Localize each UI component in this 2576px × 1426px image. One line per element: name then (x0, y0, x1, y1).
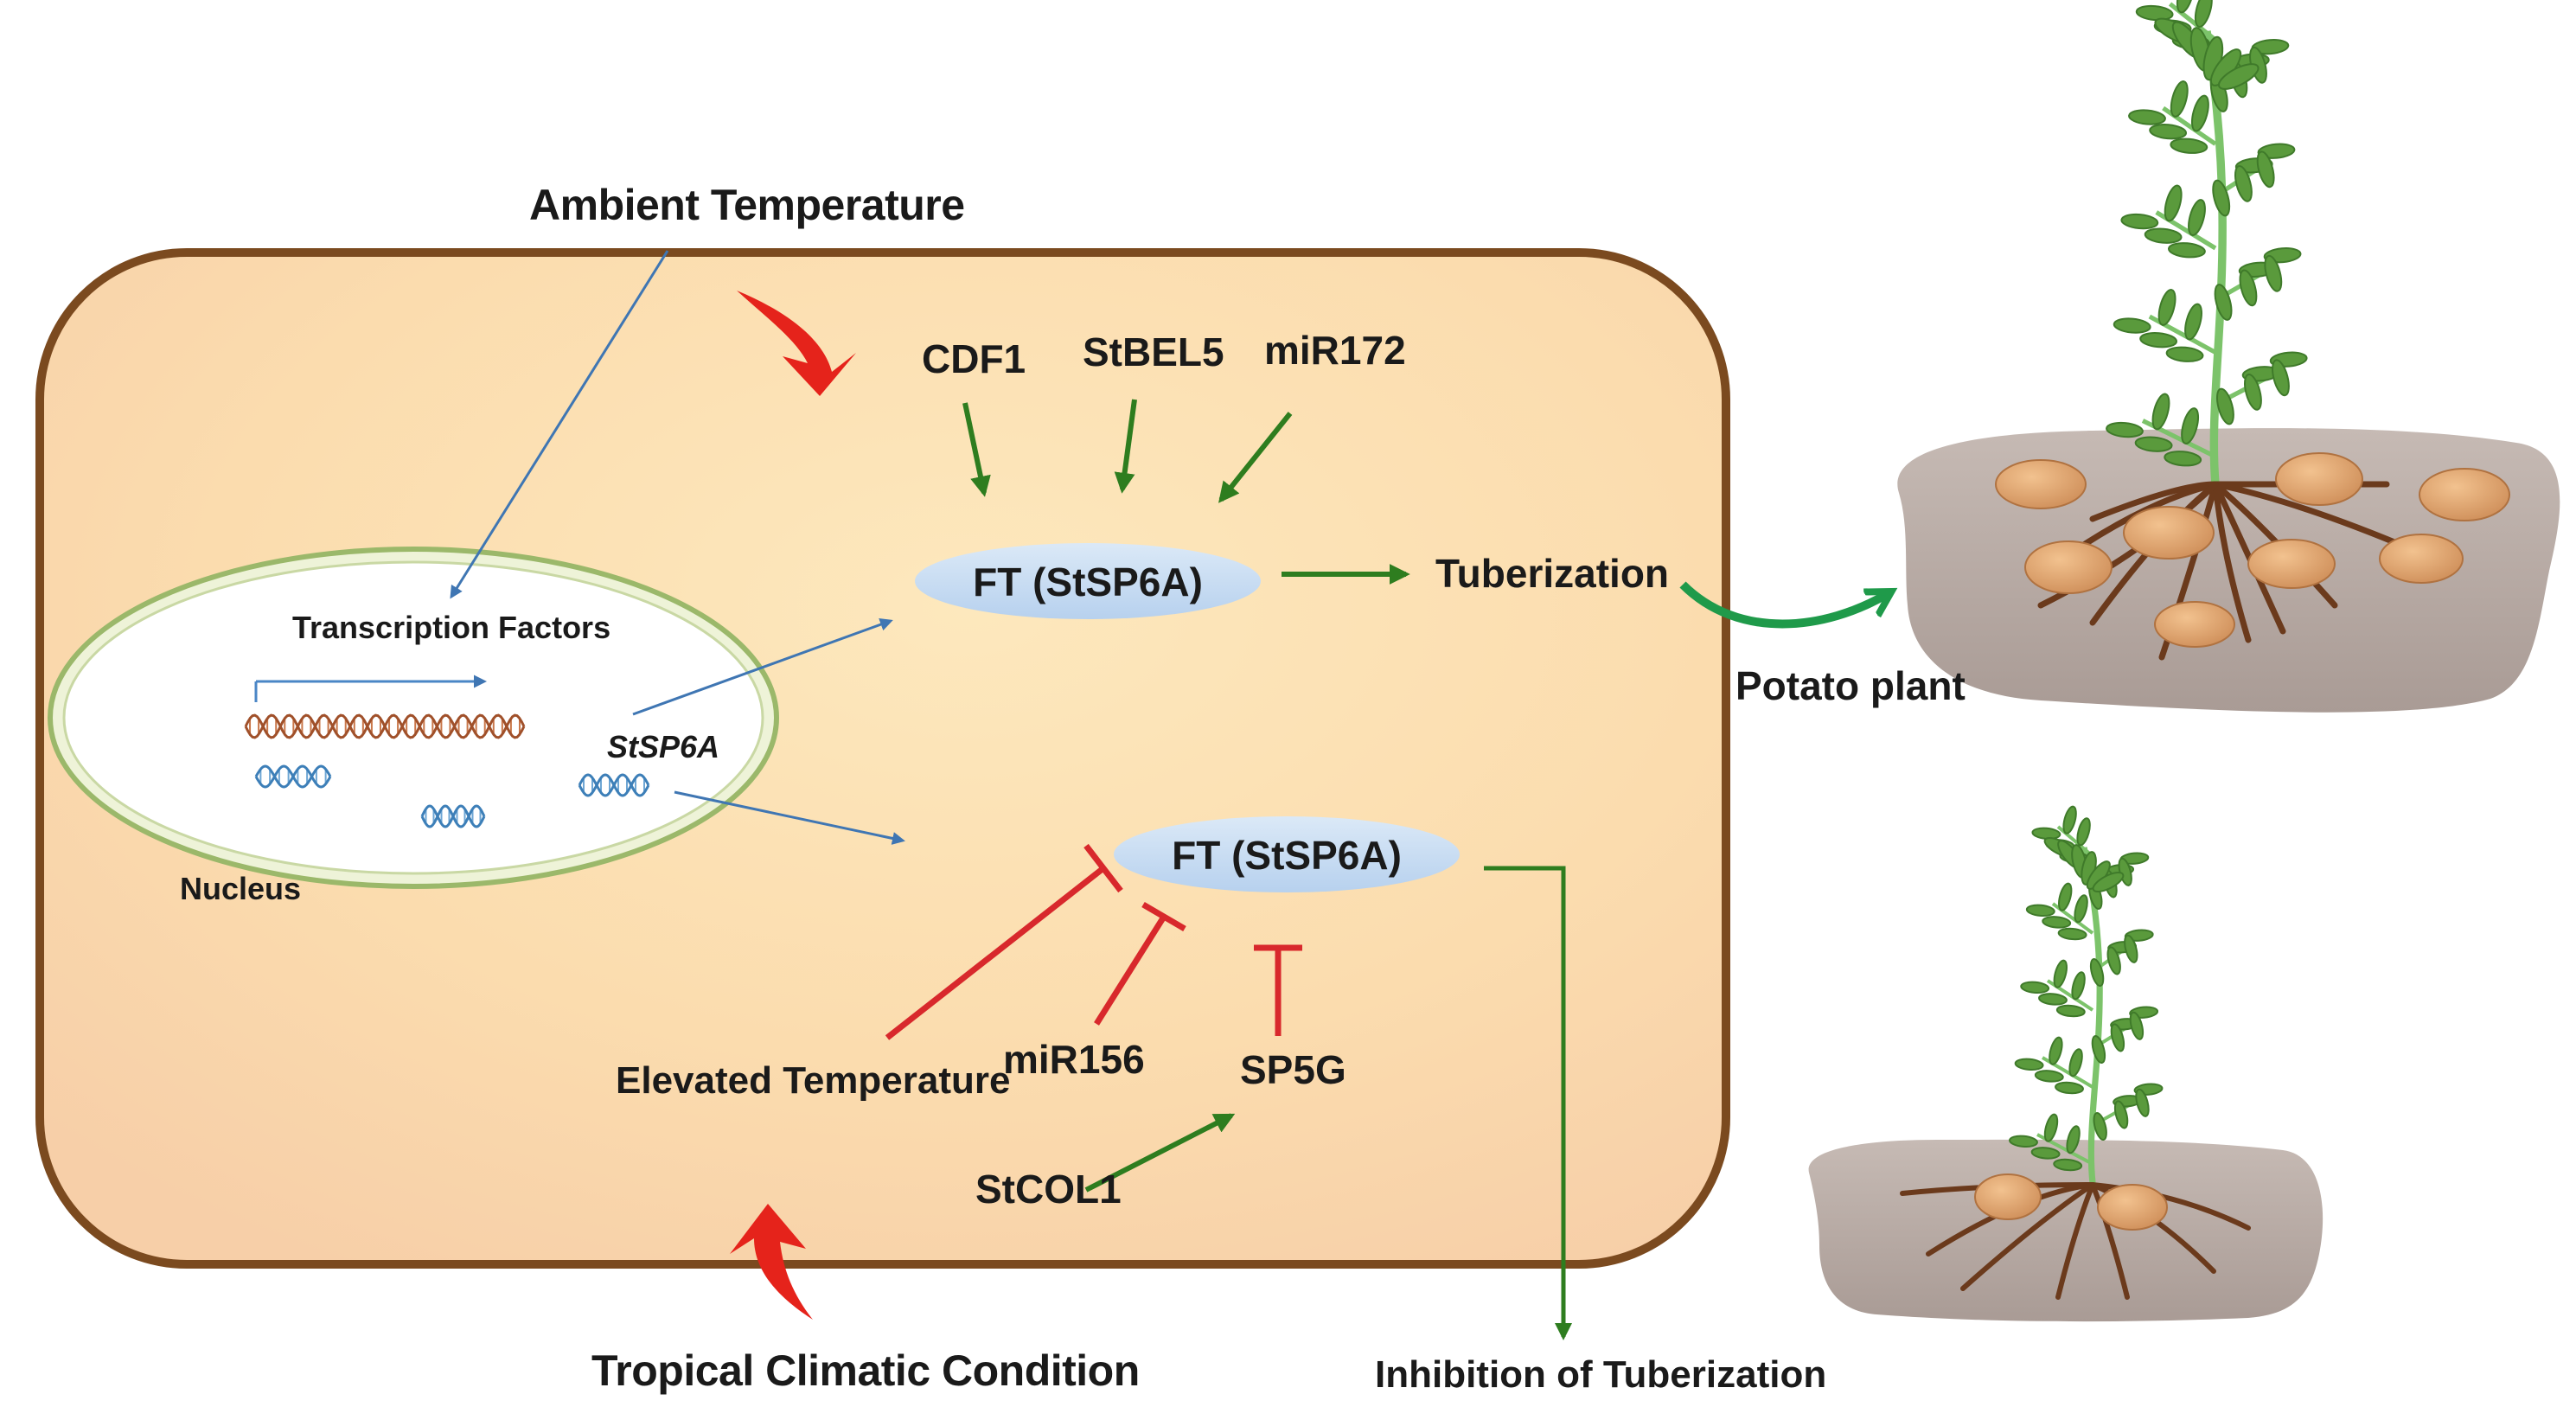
tuberization-label: Tuberization (1435, 551, 1670, 596)
dna-short-icon (578, 773, 650, 797)
mir172-arrow (1218, 412, 1293, 503)
stbel5-arrow (1114, 399, 1137, 494)
ambient-to-nucleus-arrow (450, 250, 669, 599)
dna-short-icon (254, 764, 332, 789)
dna-long-icon (244, 713, 526, 739)
stcol1-arrow (1084, 1113, 1236, 1193)
ft-stsp6a-repressed-node: FT (StSP6A) (1172, 833, 1402, 878)
potato-plant-icon (1897, 0, 2560, 713)
elevated-temp-inhibition-bar (885, 843, 1123, 1040)
mir172-label: miR172 (1264, 328, 1406, 373)
cell-body (35, 248, 1730, 1269)
gene-to-ft-top-arrow (632, 618, 893, 716)
sp5g-label: SP5G (1240, 1047, 1346, 1092)
nucleus-label: Nucleus (180, 871, 302, 906)
inhibition-of-tuberization-label: Inhibition of Tuberization (1375, 1353, 1827, 1396)
gene-to-ft-bottom-arrow (674, 790, 905, 845)
tuberization-to-plant-arrow (1679, 581, 1889, 629)
stbel5-label: StBEL5 (1083, 329, 1224, 374)
ft-bottom-ellipse (1114, 816, 1460, 892)
cdf1-label: CDF1 (922, 336, 1026, 381)
potato-plant-label: Potato plant (1735, 663, 1966, 708)
inhibition-path-arrow (1484, 866, 1572, 1340)
ambient-temperature-label: Ambient Temperature (529, 181, 965, 229)
transcription-factors-label: Transcription Factors (292, 610, 611, 645)
tropical-temperature-arrow (730, 1204, 813, 1320)
stsp6a-gene-label: StSP6A (607, 729, 720, 764)
stcol1-label: StCOL1 (975, 1167, 1122, 1212)
mir156-label: miR156 (1003, 1037, 1145, 1082)
tropical-climatic-condition-label: Tropical Climatic Condition (591, 1346, 1140, 1395)
potato-plant-inhibited-icon (1808, 805, 2324, 1322)
elevated-temperature-label: Elevated Temperature (616, 1059, 1011, 1102)
dna-short-icon (420, 804, 486, 828)
sp5g-inhibition-bar (1254, 944, 1302, 1036)
ft-top-ellipse (915, 543, 1261, 619)
cdf1-arrow (962, 402, 991, 497)
ambient-temperature-arrow (737, 291, 856, 396)
ft-stsp6a-promoting-node: FT (StSP6A) (973, 560, 1203, 604)
mir156-inhibition-bar (1094, 901, 1186, 1026)
